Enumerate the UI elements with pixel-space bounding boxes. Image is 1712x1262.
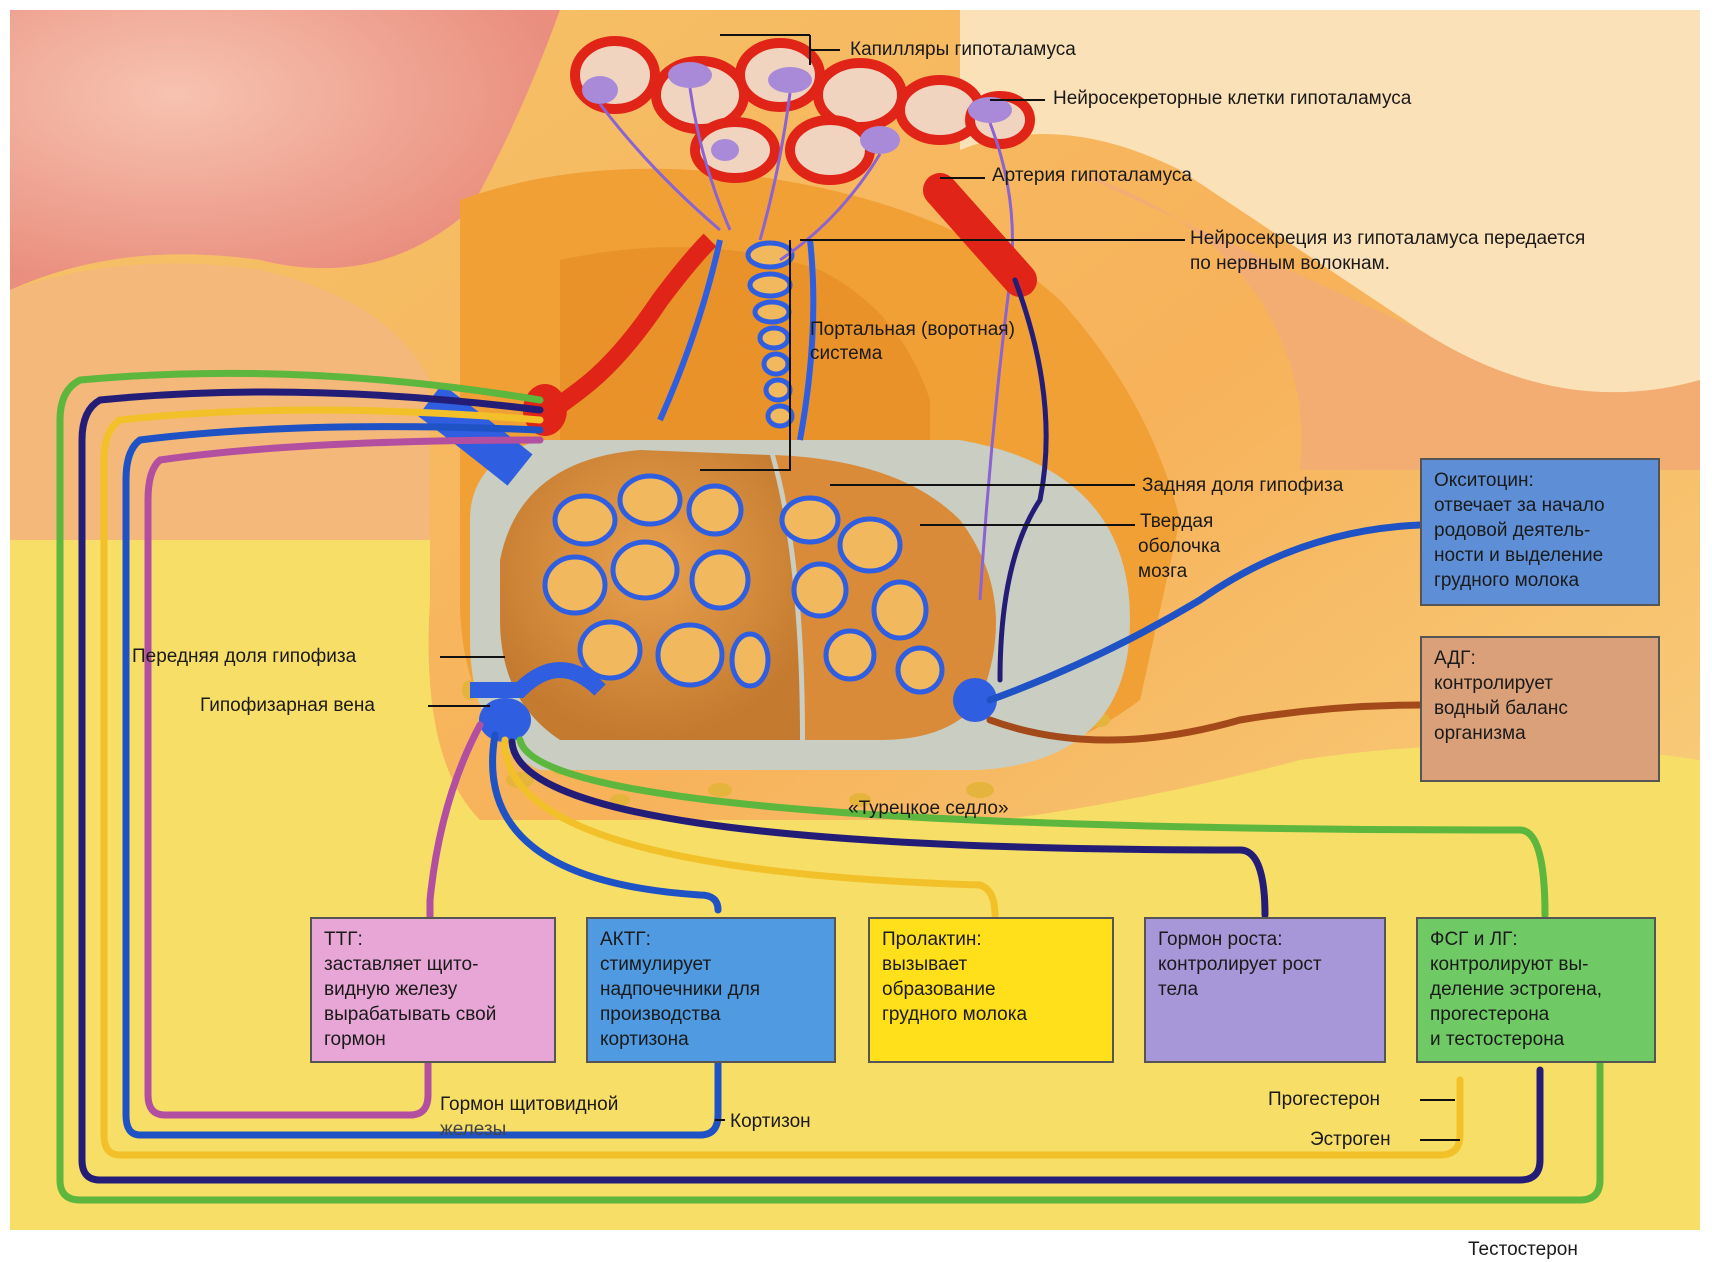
label-thyroid-hormone-line1: Гормон щитовидной [440,1093,618,1116]
label-thyroid-hormone-line2: железы [440,1118,506,1141]
box-acth: АКТГ: стимулирует надпочечники для произ… [586,917,836,1063]
box-growth-text: контролирует рост тела [1158,952,1372,1002]
box-fsh-lh-title: ФСГ и ЛГ: [1430,927,1642,952]
box-prolactin: Пролактин: вызывает образование грудного… [868,917,1114,1063]
label-neurosecretory-cells: Нейросекреторные клетки гипоталамуса [1053,87,1411,110]
box-tsh-text: заставляет щито- видную железу вырабатыв… [324,952,542,1052]
box-growth-title: Гормон роста: [1158,927,1372,952]
box-prolactin-title: Пролактин: [882,927,1100,952]
label-anterior-lobe: Передняя доля гипофиза [132,645,356,668]
label-artery: Артерия гипоталамуса [992,164,1192,187]
label-dura-line1: Твердая [1140,510,1213,533]
label-cortisone: Кортизон [730,1110,811,1133]
box-fsh-lh: ФСГ и ЛГ: контролируют вы- деление эстро… [1416,917,1656,1063]
box-growth-hormone: Гормон роста: контролирует рост тела [1144,917,1386,1063]
label-estrogen: Эстроген [1310,1128,1391,1151]
box-fsh-lh-text: контролируют вы- деление эстрогена, прог… [1430,952,1642,1052]
label-capillaries: Капилляры гипоталамуса [850,38,1076,61]
box-tsh: ТТГ: заставляет щито- видную железу выра… [310,917,556,1063]
label-neurosecretion-line2: по нервным волокнам. [1190,252,1390,275]
box-oxytocin-text: отвечает за начало родовой деятель- ност… [1434,493,1646,593]
label-dura-line3: мозга [1138,560,1187,583]
box-oxytocin-title: Окситоцин: [1434,468,1646,493]
vein-outlet-left [479,698,531,742]
box-adh: АДГ: контролирует водный баланс организм… [1420,636,1660,782]
box-acth-text: стимулирует надпочечники для производств… [600,952,822,1052]
label-portal-line2: система [810,342,882,365]
box-tsh-title: ТТГ: [324,927,542,952]
label-sella: «Турецкое седло» [848,797,1009,820]
box-adh-title: АДГ: [1434,646,1646,671]
label-progesterone: Прогестерон [1268,1088,1380,1111]
label-neurosecretion-line1: Нейросекреция из гипоталамуса передается [1190,227,1585,250]
box-adh-text: контролирует водный баланс организма [1434,671,1646,746]
capillary-network-anterior [545,476,768,686]
box-oxytocin: Окситоцин: отвечает за начало родовой де… [1420,458,1660,606]
label-dura-line2: оболочка [1138,535,1220,558]
label-pituitary-vein: Гипофизарная вена [200,694,375,717]
box-prolactin-text: вызывает образование грудного молока [882,952,1100,1027]
box-acth-title: АКТГ: [600,927,822,952]
label-testosterone: Тестостерон [1468,1238,1578,1261]
label-portal-line1: Портальная (воротная) [810,318,1015,341]
label-posterior-lobe: Задняя доля гипофиза [1142,474,1343,497]
